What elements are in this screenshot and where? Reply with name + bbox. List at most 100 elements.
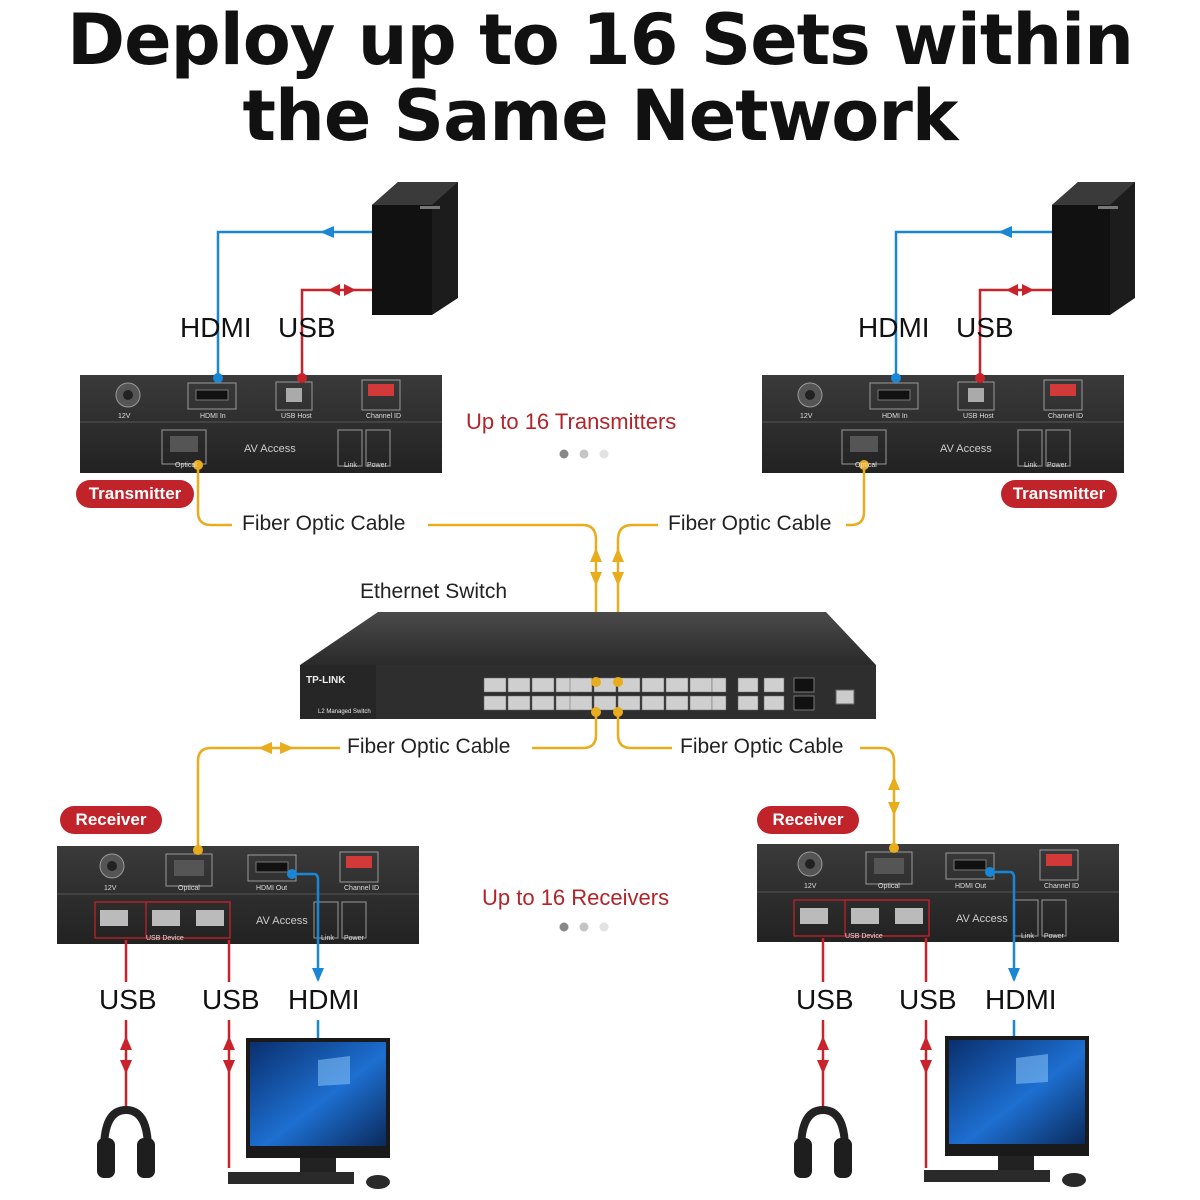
arrow-icon [888,802,900,816]
label-usb-tx-right: USB [956,312,1014,343]
arrow-icon [320,226,334,238]
label-fiber-rx-left: Fiber Optic Cable [347,735,511,758]
label-hdmi-rx-left: HDMI [288,984,360,1015]
fiber-cable-rx-left-b [196,746,340,852]
receiver-badge-left: Receiver [60,806,162,834]
fiber-cable-rx-right-a [616,715,672,750]
rx-left-brand: AV Access [256,915,308,927]
tx-left-hdmi-in: HDMI In [200,413,226,420]
tx-left-12v: 12V [118,413,131,420]
arrow-icon [920,1036,932,1050]
tx-right-power: Power [1047,462,1068,469]
pager-dot [559,449,569,459]
pc-tower-left [372,182,458,315]
rx-right-hdmi-out: HDMI Out [955,883,986,890]
rx-left-channel-id: Channel ID [344,885,379,892]
hdmi-cable-tx-right [894,230,1052,378]
monitor-icon-left [228,1038,390,1189]
pager-dot [599,922,609,932]
receiver-left [57,845,419,944]
label-usb-rx-right-1: USB [796,984,854,1015]
arrow-icon [1008,968,1020,982]
arrow-icon [920,1060,932,1074]
label-hdmi-tx-left: HDMI [180,312,252,343]
label-fiber-tx-left: Fiber Optic Cable [242,512,406,535]
switch-brand: TP-LINK [306,675,346,686]
transmitter-badge-right: Transmitter [1001,480,1117,508]
arrow-icon [120,1036,132,1050]
label-fiber-rx-right: Fiber Optic Cable [680,735,844,758]
tx-left-usb-host: USB Host [281,413,312,420]
headphones-icon-right [794,1105,852,1178]
tx-left-power: Power [367,462,388,469]
rx-left-12v: 12V [104,885,117,892]
hdmi-cable-tx-left [216,230,372,378]
arrow-icon [998,226,1012,238]
transmitter-badge-left: Transmitter [76,480,194,508]
label-usb-rx-left-1: USB [99,984,157,1015]
label-ethernet-switch: Ethernet Switch [360,580,508,603]
fiber-cable-rx-left-a [532,715,598,750]
rx-left-hdmi-out: HDMI Out [256,885,287,892]
rx-right-link: Link [1021,933,1034,940]
pager-dot [559,922,569,932]
rx-left-link: Link [321,935,334,942]
arrow-icon [590,548,602,562]
rx-right-power: Power [1044,933,1065,940]
arrow-icon [312,968,324,982]
label-hdmi-tx-right: HDMI [858,312,930,343]
arrow-icon [223,1036,235,1050]
fiber-cable-tx-left-a [196,468,232,527]
tx-right-link: Link [1024,462,1037,469]
rx-right-optical: Optical [878,883,900,890]
arrow-icon [817,1060,829,1074]
hdmi-cable-rx-left [292,872,320,980]
title-line-1: Deploy up to 16 Sets within [67,0,1134,81]
fiber-cable-tx-right-b [616,523,658,680]
pager-dots-transmitters [559,449,609,459]
rx-left-power: Power [344,935,365,942]
arrow-icon [612,572,624,586]
tx-right-12v: 12V [800,413,813,420]
monitor-icon-right [924,1036,1089,1187]
label-usb-tx-left: USB [278,312,336,343]
pager-dot [579,449,589,459]
tx-right-optical: Optical [855,462,877,469]
switch-subtitle: L2 Managed Switch [318,709,371,715]
hdmi-cable-rx-right [990,870,1016,980]
arrow-icon [344,284,356,296]
fiber-cable-rx-right-b [860,746,896,852]
receiver-badge-right: Receiver [757,806,859,834]
arrow-icon [612,548,624,562]
arrow-icon [590,572,602,586]
pager-dot [599,449,609,459]
tx-left-link: Link [344,462,357,469]
arrow-icon [1022,284,1034,296]
rx-right-12v: 12V [804,883,817,890]
rx-right-brand: AV Access [956,913,1008,925]
label-hdmi-rx-right: HDMI [985,984,1057,1015]
title-line-2: the Same Network [242,75,959,157]
arrow-icon [328,284,340,296]
pc-tower-right [1052,182,1135,315]
tx-right-brand: AV Access [940,443,992,455]
tx-left-channel-id: Channel ID [366,413,401,420]
pager-dot [579,922,589,932]
tx-right-usb-host: USB Host [963,413,994,420]
ethernet-switch [300,612,876,719]
arrow-icon [258,742,272,754]
headphones-icon-left [97,1105,155,1178]
label-up-to-receivers: Up to 16 Receivers [482,885,670,910]
tx-right-channel-id: Channel ID [1048,413,1083,420]
arrow-icon [280,742,294,754]
transmitter-left [80,373,442,473]
fiber-cable-tx-left-b [428,523,598,680]
label-usb-rx-right-2: USB [899,984,957,1015]
tx-left-brand: AV Access [244,443,296,455]
fiber-cable-tx-right-a [846,468,866,527]
arrow-icon [120,1060,132,1074]
rx-right-channel-id: Channel ID [1044,883,1079,890]
label-up-to-transmitters: Up to 16 Transmitters [466,409,677,434]
label-fiber-tx-right: Fiber Optic Cable [668,512,832,535]
